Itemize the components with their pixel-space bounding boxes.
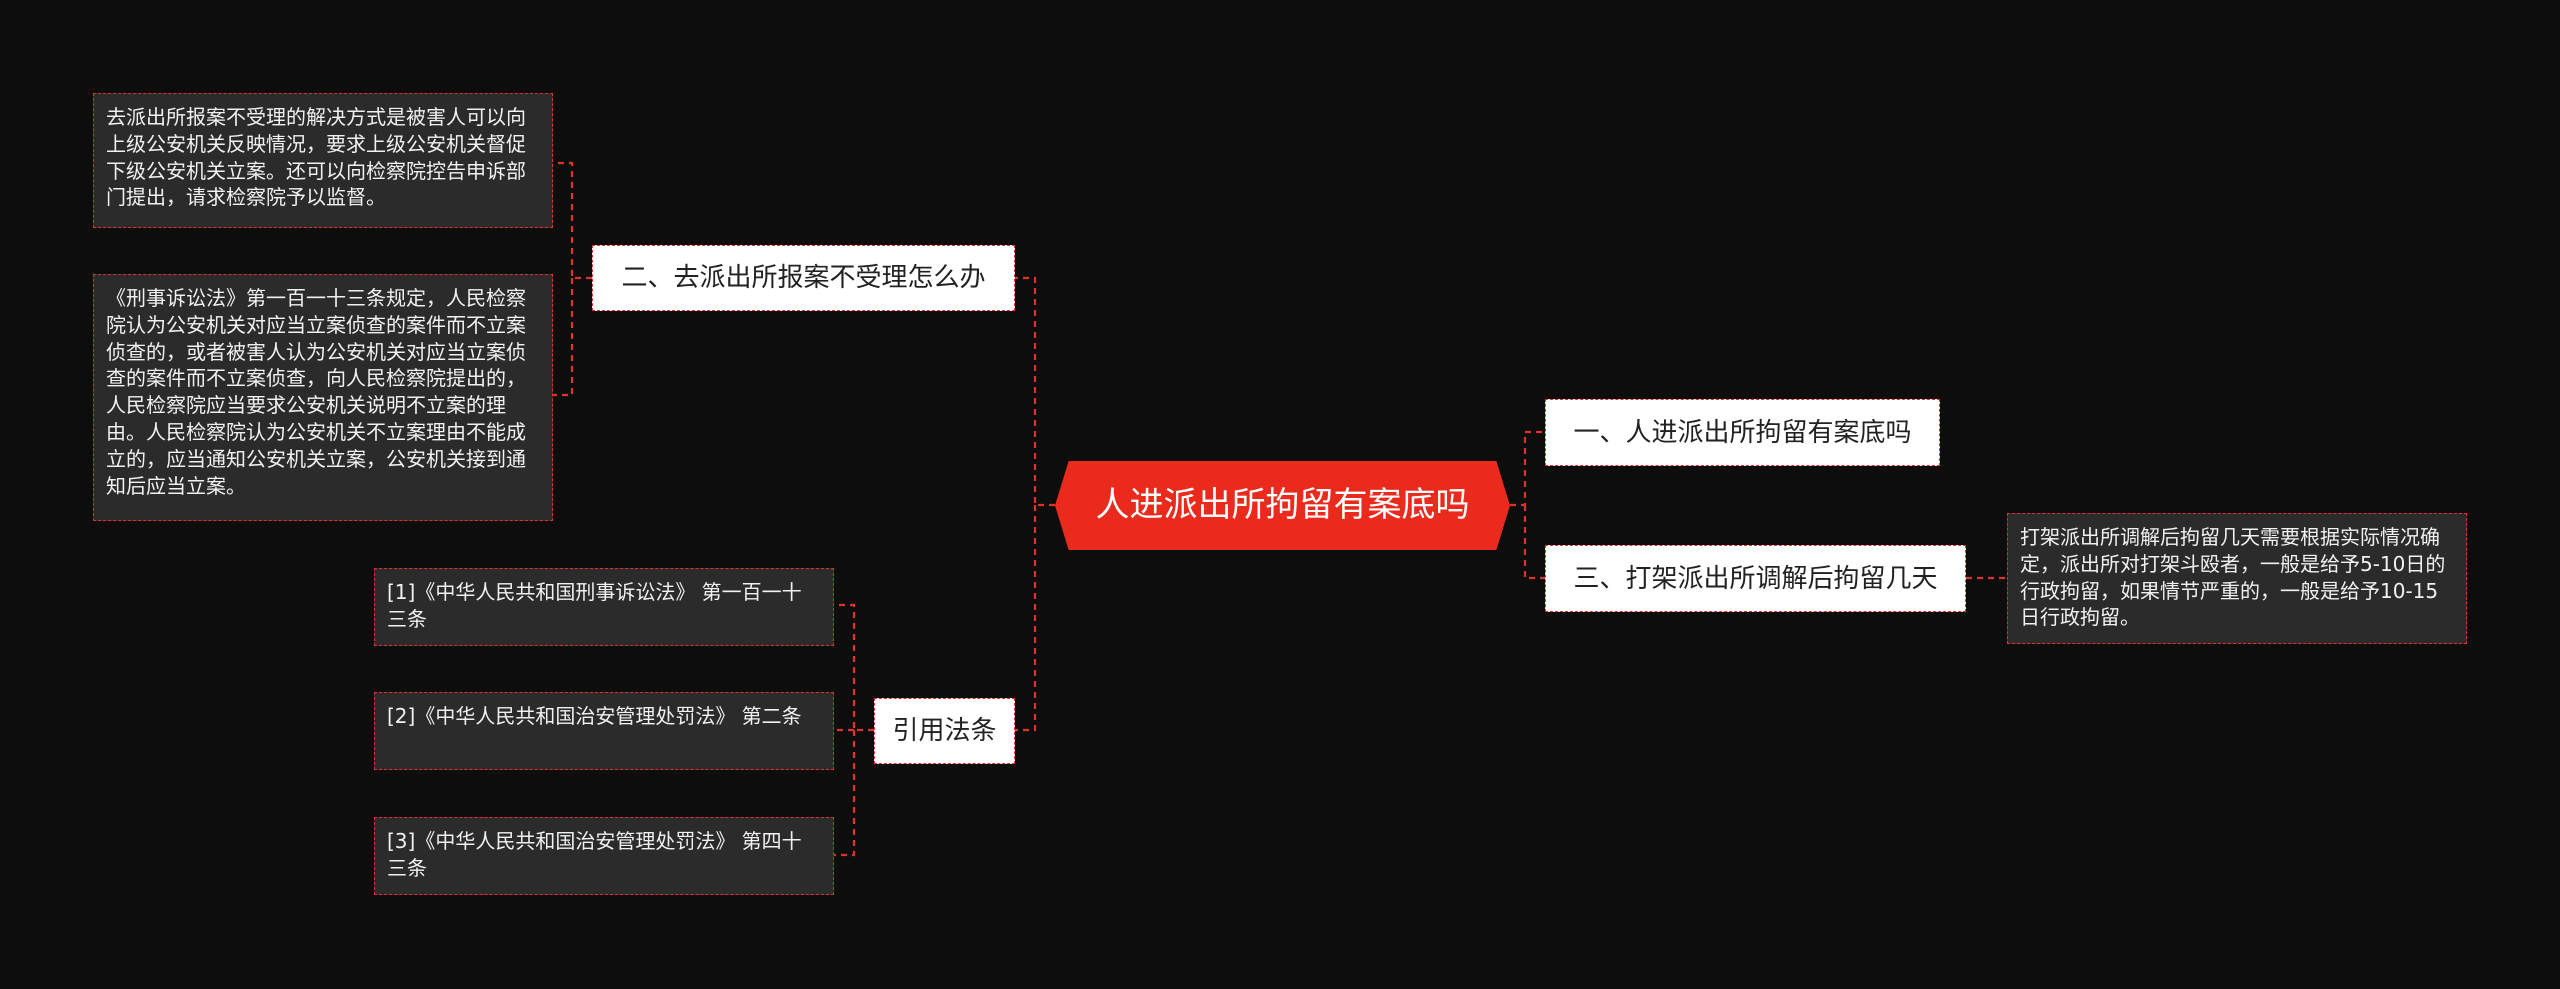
branch-2[interactable]: 二、去派出所报案不受理怎么办: [592, 245, 1015, 311]
link-b2-leaves: [553, 161, 592, 397]
branch-1[interactable]: 一、人进派出所拘留有案底吗: [1545, 399, 1940, 466]
leaf-b3-1[interactable]: 打架派出所调解后拘留几天需要根据实际情况确定，派出所对打架斗殴者，一般是给予5-…: [2007, 513, 2467, 644]
leaf-b2-1[interactable]: 去派出所报案不受理的解决方式是被害人可以向上级公安机关反映情况，要求上级公安机关…: [93, 93, 553, 228]
link-root-b3: [1523, 505, 1545, 580]
branch-3[interactable]: 三、打架派出所调解后拘留几天: [1545, 545, 1966, 612]
leaf-b4-2[interactable]: [2]《中华人民共和国治安管理处罚法》 第二条: [374, 692, 834, 770]
link-root-b2: [1015, 276, 1055, 507]
link-b4-leaves: [834, 603, 874, 857]
link-root-b4: [1015, 505, 1037, 732]
root-topic[interactable]: 人进派出所拘留有案底吗: [1055, 461, 1510, 550]
leaf-b2-2[interactable]: 《刑事诉讼法》第一百一十三条规定，人民检察院认为公安机关对应当立案侦查的案件而不…: [93, 274, 553, 521]
branch-4-cited-laws[interactable]: 引用法条: [874, 698, 1015, 764]
leaf-b4-1[interactable]: [1]《中华人民共和国刑事诉讼法》 第一百一十三条: [374, 568, 834, 646]
leaf-b4-3[interactable]: [3]《中华人民共和国治安管理处罚法》 第四十三条: [374, 817, 834, 895]
link-root-b1: [1510, 430, 1545, 507]
